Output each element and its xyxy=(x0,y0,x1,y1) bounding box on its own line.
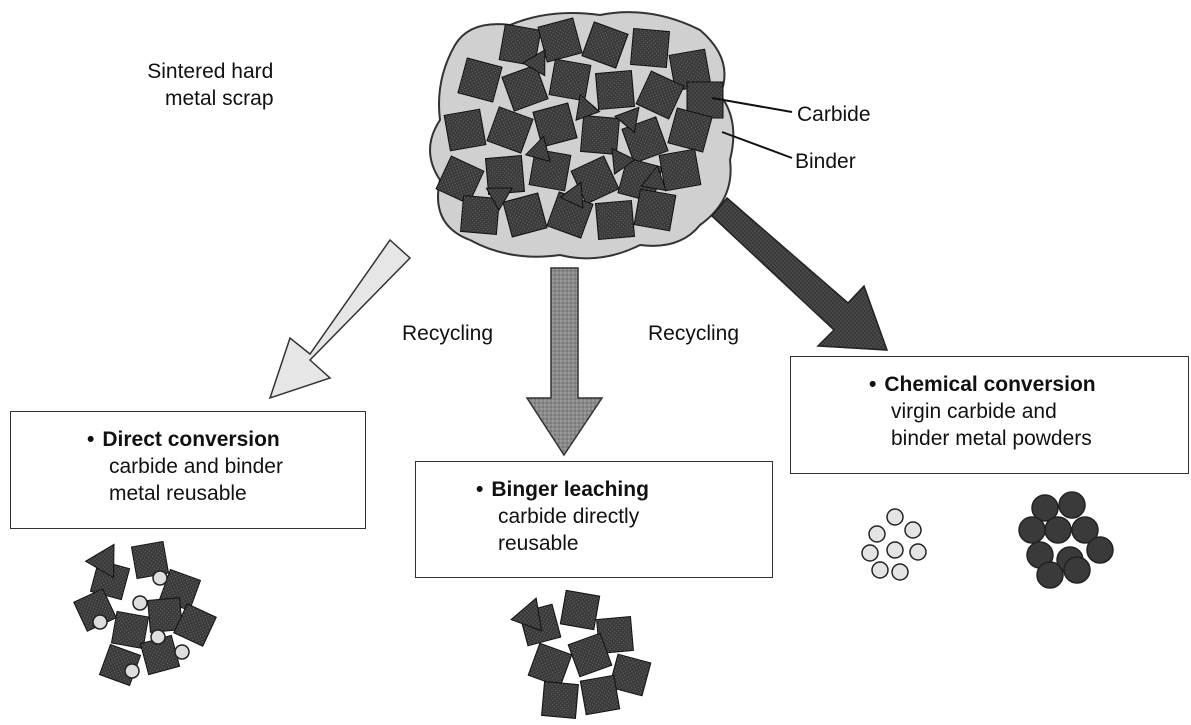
carbide-powder-particle xyxy=(1018,516,1046,544)
binger-leaching-line1: carbide directly xyxy=(498,505,640,528)
binger-leaching-line2: reusable xyxy=(498,532,579,555)
binder-powder-particle xyxy=(886,508,904,526)
carbide-grain xyxy=(575,93,601,121)
direct-conversion-grains xyxy=(73,540,217,687)
carbide-grain xyxy=(613,106,640,134)
carbide-callout-line xyxy=(711,97,793,113)
carbide-grain xyxy=(581,21,629,69)
carbide-grain xyxy=(594,199,636,241)
carbide-powder-particle xyxy=(1036,561,1064,589)
binger-leaching-title: • Binger leaching xyxy=(476,476,754,503)
arrow-binger-leaching xyxy=(525,267,604,457)
carbide-grain xyxy=(527,642,573,688)
carbide-powder xyxy=(1018,491,1114,589)
scrap-label: Sintered hard metal scrap xyxy=(147,58,274,112)
carbide-grain xyxy=(147,597,183,633)
carbide-grain xyxy=(667,107,713,153)
carbide-grain xyxy=(486,106,534,154)
carbide-grain xyxy=(611,147,637,175)
binder-particle xyxy=(150,629,166,645)
carbide-powder-particle xyxy=(1044,516,1072,544)
carbide-grain xyxy=(501,64,549,112)
bullet: • xyxy=(869,373,877,396)
carbide-grain xyxy=(173,603,217,647)
carbide-grain xyxy=(608,653,652,697)
binder-powder-particle xyxy=(904,521,922,539)
binder-particle xyxy=(132,595,148,611)
chemical-conversion-line2: binder metal powders xyxy=(891,427,1092,450)
carbide-grain xyxy=(524,135,551,163)
binder-particle xyxy=(152,570,168,586)
carbide-grain xyxy=(510,597,543,632)
carbide-grain xyxy=(629,27,671,69)
arrow-chemical-conversion xyxy=(710,196,889,351)
carbide-grain xyxy=(498,23,542,67)
carbide-grain xyxy=(579,674,621,716)
binder-powder xyxy=(861,508,927,581)
chemical-conversion-title: • Chemical conversion xyxy=(869,371,1170,398)
recycling-label-left: Recycling xyxy=(402,322,494,345)
binder-particle xyxy=(174,644,190,660)
binger-leaching-title-text: Binger leaching xyxy=(491,478,649,501)
direct-conversion-title: • Direct conversion xyxy=(87,426,347,453)
carbide-grain xyxy=(110,610,150,650)
carbide-powder-particle xyxy=(1063,556,1091,584)
carbide-grain xyxy=(635,70,685,120)
carbide-powder-particle xyxy=(1086,536,1114,564)
carbide-powder-particle xyxy=(1058,491,1086,519)
leaching-grains xyxy=(510,589,652,719)
carbide-grain xyxy=(528,148,572,192)
carbide-grain xyxy=(443,108,487,152)
binder-powder-particle xyxy=(909,543,927,561)
carbide-grain xyxy=(537,17,583,63)
carbide-grain xyxy=(579,114,621,156)
carbide-grain xyxy=(457,57,503,103)
arrow-direct-conversion xyxy=(268,238,412,400)
binder-powder-particle xyxy=(886,541,904,559)
carbide-label: Carbide xyxy=(797,103,871,126)
carbide-grains xyxy=(435,17,724,241)
direct-conversion-title-text: Direct conversion xyxy=(102,428,280,451)
recycling-label-right: Recycling xyxy=(648,322,740,345)
binder-powder-particle xyxy=(871,561,889,579)
chemical-conversion-title-text: Chemical conversion xyxy=(884,373,1096,396)
scrap-label-line2: metal scrap xyxy=(165,87,274,110)
carbide-grain xyxy=(541,681,579,719)
carbide-grain xyxy=(459,194,501,236)
bullet: • xyxy=(87,428,95,451)
carbide-powder-particle xyxy=(1071,516,1099,544)
carbide-grain xyxy=(567,632,613,678)
carbide-grain xyxy=(84,543,115,579)
binder-powder-particle xyxy=(868,525,886,543)
scrap-label-line1: Sintered hard xyxy=(147,60,274,83)
binder-powder-particle xyxy=(861,544,879,562)
chemical-conversion-box: •Chemical conversion virgin carbide and … xyxy=(790,356,1189,474)
carbide-grain xyxy=(559,589,601,631)
carbide-grain xyxy=(485,187,513,212)
direct-conversion-line1: carbide and binder xyxy=(109,455,283,478)
carbide-grain xyxy=(559,181,584,209)
direct-conversion-line2: metal reusable xyxy=(109,482,247,505)
bullet: • xyxy=(476,478,484,501)
direct-conversion-box: • Direct conversion carbide and binder me… xyxy=(10,411,366,529)
carbide-grain xyxy=(594,69,636,111)
carbide-grain xyxy=(633,188,677,232)
carbide-grain xyxy=(658,148,702,192)
carbide-powder-particle xyxy=(1031,494,1059,522)
binder-powder-particle xyxy=(891,563,909,581)
carbide-grain xyxy=(548,58,592,102)
binder-particle xyxy=(124,663,140,679)
carbide-grain xyxy=(640,165,667,192)
binder-callout-line xyxy=(721,131,793,159)
carbide-grain xyxy=(502,192,548,238)
binger-leaching-box: • Binger leaching carbide directly reusab… xyxy=(415,461,773,578)
carbide-grain xyxy=(521,49,546,77)
binder-label: Binder xyxy=(795,150,856,173)
binder-particle xyxy=(92,614,108,630)
chemical-conversion-line1: virgin carbide and xyxy=(891,400,1057,423)
carbide-grain xyxy=(435,155,485,205)
